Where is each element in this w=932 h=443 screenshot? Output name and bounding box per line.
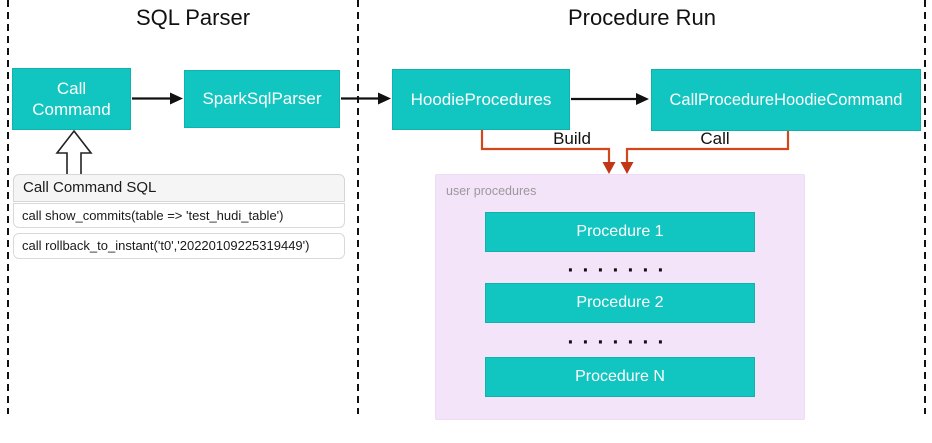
- node-procedure-2: Procedure 2: [485, 283, 755, 323]
- node-procedure-n: Procedure N: [485, 357, 755, 397]
- flow-arrow-parser-to-hoodieprocedures: [341, 92, 391, 105]
- up-arrow-icon: [55, 129, 93, 177]
- ellipsis-dots: ·······: [567, 259, 673, 282]
- section-title-sql-parser: SQL Parser: [135, 5, 251, 30]
- sql-panel-header: Call Command SQL: [13, 174, 345, 202]
- call-arrowhead-icon: [620, 162, 634, 174]
- edge-label-call: Call: [700, 129, 730, 148]
- flow-arrow-callcommand-to-parser: [132, 92, 183, 105]
- node-call-procedure-hoodie-command: CallProcedureHoodieCommand: [651, 69, 921, 131]
- node-call-command: Call Command: [12, 68, 131, 130]
- build-arrowhead-icon: [602, 162, 616, 174]
- sql-row-rollback-to-instant: call rollback_to_instant('t0','202201092…: [13, 233, 345, 259]
- user-procedures-panel: user procedures Procedure 1 ······· Proc…: [435, 174, 805, 420]
- node-spark-sql-parser: SparkSqlParser: [184, 70, 340, 128]
- section-title-procedure-run: Procedure Run: [568, 5, 716, 30]
- sql-row-show-commits: call show_commits(table => 'test_hudi_ta…: [13, 203, 345, 228]
- sql-panel: Call Command SQL call show_commits(table…: [13, 174, 345, 259]
- edge-label-build: Build: [553, 129, 591, 148]
- ellipsis-dots: ·······: [567, 331, 673, 354]
- node-procedure-1: Procedure 1: [485, 212, 755, 252]
- user-procedures-label: user procedures: [446, 184, 537, 198]
- node-hoodie-procedures: HoodieProcedures: [392, 69, 570, 130]
- flow-arrow-hoodieprocedures-to-callprocedure: [571, 93, 649, 105]
